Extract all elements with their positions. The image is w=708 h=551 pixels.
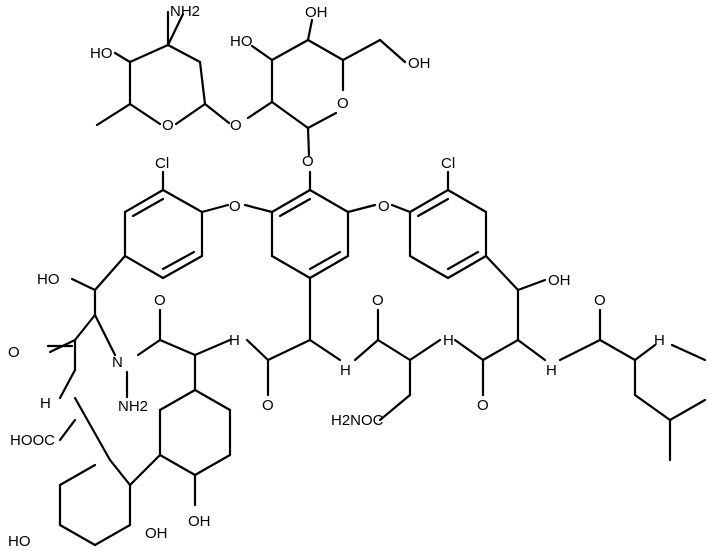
methylamino-nh-label: H (654, 332, 665, 349)
chlorine-left-label: Cl (155, 155, 169, 172)
glucose-ch2oh-label: OH (408, 55, 431, 72)
benzylic-hydroxyl-right-label: OH (548, 272, 571, 289)
carbonyl-oxygen-6-label: O (477, 397, 489, 414)
amide-nh-3-label: H (443, 332, 454, 349)
amino-sugar-ring (95, 10, 231, 127)
carboxamide-label: H2NOC (331, 412, 384, 429)
amide-nh-2-label: H (340, 362, 351, 379)
aromatic-ring-right (390, 170, 520, 292)
aryl-glycoside-oxygen-label: O (302, 153, 314, 170)
benzylic-hydroxyl-left-label: HO (37, 271, 60, 288)
carbonyl-oxygen-5-label: O (262, 397, 274, 414)
carboxyl-label: HOOC (10, 432, 55, 449)
glucose-ring (246, 18, 407, 157)
ether-oxygen-right-label: O (378, 198, 390, 215)
glycoside-oxygen-label: O (230, 117, 242, 134)
ether-oxygen-left-label: O (229, 198, 241, 215)
lower-ring-left (58, 396, 132, 547)
ring-oxygen-label: O (162, 117, 174, 134)
amide-nh-1-label: H (229, 332, 240, 349)
glucose-top-hydroxyl-label: OH (305, 4, 328, 21)
phenol-hydroxyl-left-label: HO (8, 533, 31, 550)
amine-label: NH2 (170, 3, 200, 20)
phenol-hydroxyl-mid-label: OH (145, 525, 168, 542)
hydrazine-n-label: N (112, 354, 123, 371)
lower-ring-right (128, 353, 232, 507)
glucose-ring-oxygen-label: O (337, 95, 349, 112)
peptide-backbone (46, 277, 707, 462)
chlorine-right-label: Cl (441, 155, 455, 172)
aromatic-ring-left (93, 170, 230, 292)
carbonyl-oxygen-2-label: O (372, 292, 384, 309)
amide-nh-5-label: H (40, 395, 51, 412)
sugar-hydroxyl-label: HO (90, 45, 113, 62)
phenol-hydroxyl-right-label: OH (188, 513, 211, 530)
glucose-hydroxyl-label: HO (230, 33, 253, 50)
carbonyl-oxygen-3-label: O (594, 292, 606, 309)
carbonyl-oxygen-4-label: O (8, 344, 20, 361)
hydrazine-nh2-label: NH2 (118, 398, 148, 415)
aromatic-ring-center (243, 170, 377, 307)
carbonyl-oxygen-1-label: O (154, 292, 166, 309)
amide-nh-4-label: H (546, 362, 557, 379)
atom-labels: NH2 HO O O HO OH OH O O Cl Cl O O HO OH … (8, 3, 665, 550)
